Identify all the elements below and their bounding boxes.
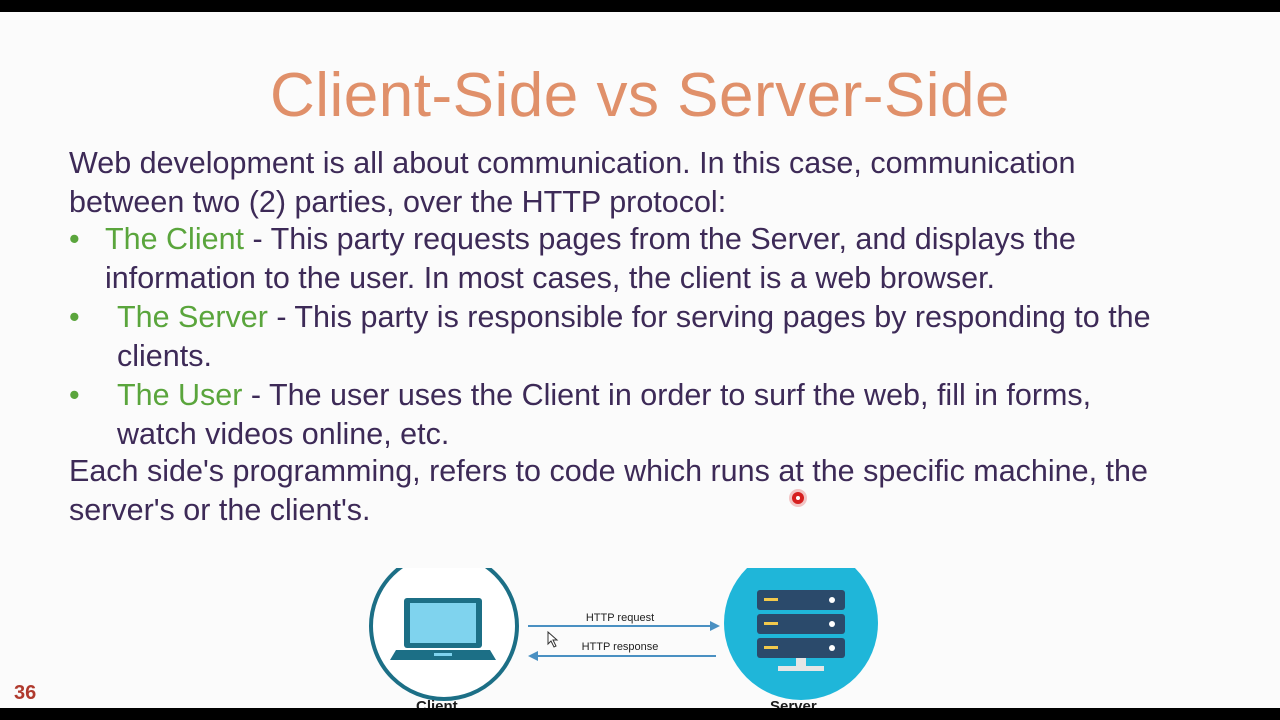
server-rack-icon <box>724 546 878 700</box>
intro-paragraph: Web development is all about communicati… <box>69 144 1239 222</box>
client-label: Client <box>416 698 458 708</box>
bullet-text-line-1: - This party requests pages from the Ser… <box>244 222 1076 256</box>
server-label: Server <box>770 698 817 708</box>
bullet-dot: • <box>69 378 80 412</box>
outro-line-1: Each side's programming, refers to code … <box>69 454 1148 488</box>
bullet-text-line-2: information to the user. In most cases, … <box>105 261 996 295</box>
bullet-item-server: • The Server - This party is responsible… <box>69 298 1239 376</box>
intro-line-2: between two (2) parties, over the HTTP p… <box>69 185 727 219</box>
diagram-graphic: HTTP request HTTP response <box>369 546 878 701</box>
outro-paragraph: Each side's programming, refers to code … <box>69 452 1239 530</box>
bullet-content: The User - The user uses the Client in o… <box>69 376 1239 454</box>
slide-title: Client-Side vs Server-Side <box>269 61 1011 130</box>
bullet-text-line-2: watch videos online, etc. <box>117 417 450 451</box>
bullet-text-line-2: clients. <box>117 339 212 373</box>
laptop-icon <box>369 551 519 701</box>
http-request-label: HTTP request <box>586 612 654 624</box>
slide: Client-Side vs Server-Side Web developme… <box>0 12 1280 708</box>
bullet-list: • The Client - This party requests pages… <box>69 220 1239 454</box>
outro-line-2: server's or the client's. <box>69 493 371 527</box>
http-response-label: HTTP response <box>582 641 659 653</box>
term-user: The User <box>117 378 243 412</box>
bullet-item-client: • The Client - This party requests pages… <box>69 220 1239 298</box>
intro-line-1: Web development is all about communicati… <box>69 146 1076 180</box>
page-number: 36 <box>14 682 37 704</box>
bullet-dot: • <box>69 300 80 334</box>
http-arrows <box>528 621 720 661</box>
term-server: The Server <box>117 300 268 334</box>
bullet-dot: • <box>69 222 80 256</box>
client-server-diagram: HTTP request HTTP response Client Serv <box>360 546 920 708</box>
bullet-text-line-1: - This party is responsible for serving … <box>267 300 1151 334</box>
mouse-cursor-icon <box>547 630 559 648</box>
bullet-content: The Client - This party requests pages f… <box>69 220 1239 298</box>
bullet-text-line-1: - The user uses the Client in order to s… <box>242 378 1092 412</box>
bullet-item-user: • The User - The user uses the Client in… <box>69 376 1239 454</box>
bullet-content: The Server - This party is responsible f… <box>69 298 1239 376</box>
term-client: The Client <box>105 222 245 256</box>
laser-pointer-icon <box>792 492 804 504</box>
